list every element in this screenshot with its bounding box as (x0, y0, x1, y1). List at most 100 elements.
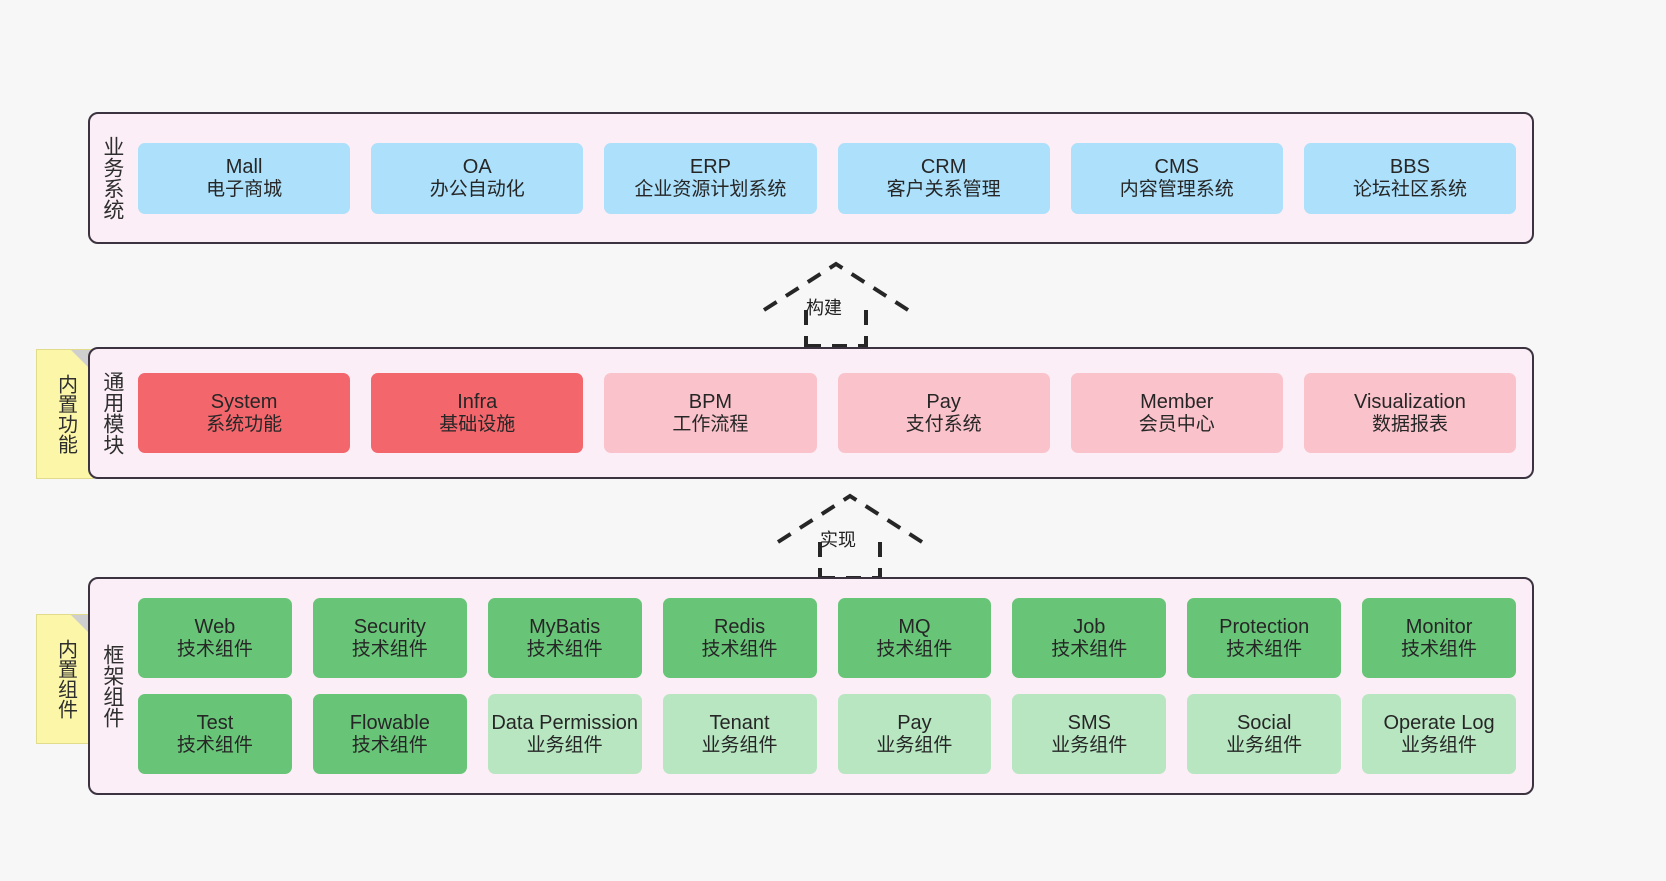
card-subtitle: 技术组件 (351, 734, 428, 756)
card-erp[interactable]: ERP 企业资源计划系统 (604, 142, 817, 214)
section-business-systems: 业务系统 Mall 电子商城 OA 办公自动化 ERP 企业资源计划系统 CRM… (88, 112, 1534, 244)
card-redis[interactable]: Redis 技术组件 (662, 598, 817, 678)
section-body-business-systems: Mall 电子商城 OA 办公自动化 ERP 企业资源计划系统 CRM 客户关系… (134, 114, 1532, 242)
card-subtitle: 技术组件 (1051, 638, 1128, 660)
card-title: Pay (897, 711, 932, 734)
card-tenant[interactable]: Tenant 业务组件 (662, 694, 817, 774)
card-title: OA (462, 155, 492, 178)
card-title: MyBatis (529, 615, 601, 638)
card-title: Member (1140, 390, 1214, 413)
card-title: Social (1236, 711, 1292, 734)
card-subtitle: 办公自动化 (429, 178, 525, 200)
card-cms[interactable]: CMS 内容管理系统 (1070, 142, 1283, 214)
card-subtitle: 技术组件 (176, 734, 253, 756)
card-subtitle: 数据报表 (1371, 413, 1448, 435)
card-sms[interactable]: SMS 业务组件 (1012, 694, 1167, 774)
card-subtitle: 工作流程 (672, 413, 749, 435)
card-subtitle: 技术组件 (1226, 638, 1303, 660)
section-common-modules: 通用模块 System 系统功能 Infra 基础设施 BPM 工作流程 Pay… (88, 347, 1534, 479)
card-title: Pay (926, 390, 961, 413)
common-modules-row: System 系统功能 Infra 基础设施 BPM 工作流程 Pay 支付系统… (138, 373, 1517, 453)
card-subtitle: 电子商城 (206, 178, 283, 200)
section-framework-components: 框架组件 Web 技术组件 Security 技术组件 MyBatis 技术组件… (88, 577, 1534, 795)
sticky-note-builtin-components: 内置组件 (36, 614, 94, 744)
section-body-common-modules: System 系统功能 Infra 基础设施 BPM 工作流程 Pay 支付系统… (134, 349, 1532, 477)
sticky-note-text: 内置功能 (54, 374, 77, 454)
card-title: Tenant (709, 711, 770, 734)
connector-build: 构建 (756, 258, 916, 348)
connector-implement-label: 实现 (820, 530, 856, 550)
card-title: ERP (689, 155, 731, 178)
card-pay-business[interactable]: Pay 业务组件 (837, 694, 992, 774)
card-title: Operate Log (1383, 711, 1495, 734)
card-operate-log[interactable]: Operate Log 业务组件 (1362, 694, 1516, 774)
card-test[interactable]: Test 技术组件 (138, 694, 292, 774)
card-title: Mall (225, 155, 263, 178)
card-subtitle: 业务组件 (526, 734, 603, 756)
card-title: CMS (1154, 155, 1199, 178)
connector-build-label: 构建 (806, 298, 842, 318)
card-social[interactable]: Social 业务组件 (1187, 694, 1342, 774)
card-data-permission[interactable]: Data Permission 业务组件 (487, 694, 642, 774)
framework-components-row-2: Test 技术组件 Flowable 技术组件 Data Permission … (138, 694, 1516, 774)
card-title: Visualization (1353, 390, 1466, 413)
card-security[interactable]: Security 技术组件 (312, 598, 467, 678)
connector-implement: 实现 (770, 490, 930, 580)
card-subtitle: 支付系统 (905, 413, 982, 435)
card-subtitle: 论坛社区系统 (1352, 178, 1467, 200)
card-title: System (210, 390, 278, 413)
card-subtitle: 技术组件 (701, 638, 778, 660)
card-bpm[interactable]: BPM 工作流程 (604, 373, 817, 453)
dashed-arrow-icon (762, 261, 910, 348)
section-label-common-modules: 通用模块 (100, 371, 124, 455)
sticky-note-text: 内置组件 (54, 639, 77, 719)
card-subtitle: 业务组件 (1051, 734, 1128, 756)
card-mall[interactable]: Mall 电子商城 (138, 142, 351, 214)
card-bbs[interactable]: BBS 论坛社区系统 (1303, 142, 1517, 214)
card-title: Monitor (1405, 615, 1473, 638)
card-subtitle: 技术组件 (176, 638, 253, 660)
card-mq[interactable]: MQ 技术组件 (837, 598, 992, 678)
card-mybatis[interactable]: MyBatis 技术组件 (487, 598, 642, 678)
card-title: Protection (1219, 615, 1310, 638)
framework-components-row-1: Web 技术组件 Security 技术组件 MyBatis 技术组件 Redi… (138, 598, 1516, 678)
business-systems-row: Mall 电子商城 OA 办公自动化 ERP 企业资源计划系统 CRM 客户关系… (138, 142, 1517, 214)
card-subtitle: 业务组件 (876, 734, 953, 756)
card-subtitle: 企业资源计划系统 (634, 178, 787, 200)
card-protection[interactable]: Protection 技术组件 (1187, 598, 1342, 678)
card-web[interactable]: Web 技术组件 (138, 598, 292, 678)
card-subtitle: 业务组件 (701, 734, 778, 756)
card-oa[interactable]: OA 办公自动化 (371, 142, 584, 214)
card-system[interactable]: System 系统功能 (138, 373, 351, 453)
card-subtitle: 基础设施 (439, 413, 516, 435)
card-monitor[interactable]: Monitor 技术组件 (1362, 598, 1516, 678)
card-title: Flowable (349, 711, 430, 734)
card-title: Data Permission (491, 711, 639, 734)
card-crm[interactable]: CRM 客户关系管理 (837, 142, 1050, 214)
card-title: Security (353, 615, 426, 638)
card-flowable[interactable]: Flowable 技术组件 (312, 694, 467, 774)
card-title: BPM (688, 390, 733, 413)
card-subtitle: 内容管理系统 (1119, 178, 1234, 200)
card-job[interactable]: Job 技术组件 (1012, 598, 1167, 678)
card-subtitle: 业务组件 (1226, 734, 1303, 756)
card-title: Web (194, 615, 236, 638)
card-subtitle: 技术组件 (1401, 638, 1478, 660)
card-subtitle: 客户关系管理 (886, 178, 1001, 200)
card-visualization[interactable]: Visualization 数据报表 (1303, 373, 1517, 453)
card-subtitle: 会员中心 (1138, 413, 1215, 435)
card-subtitle: 技术组件 (351, 638, 428, 660)
card-subtitle: 业务组件 (1401, 734, 1478, 756)
section-label-framework-components: 框架组件 (100, 644, 124, 728)
sticky-note-builtin-features: 内置功能 (36, 349, 94, 479)
card-pay[interactable]: Pay 支付系统 (837, 373, 1050, 453)
section-label-business-systems: 业务系统 (100, 136, 124, 220)
card-member[interactable]: Member 会员中心 (1070, 373, 1283, 453)
card-title: CRM (920, 155, 967, 178)
card-title: SMS (1067, 711, 1111, 734)
card-infra[interactable]: Infra 基础设施 (371, 373, 584, 453)
card-title: Redis (713, 615, 766, 638)
card-title: Job (1073, 615, 1106, 638)
card-subtitle: 技术组件 (876, 638, 953, 660)
